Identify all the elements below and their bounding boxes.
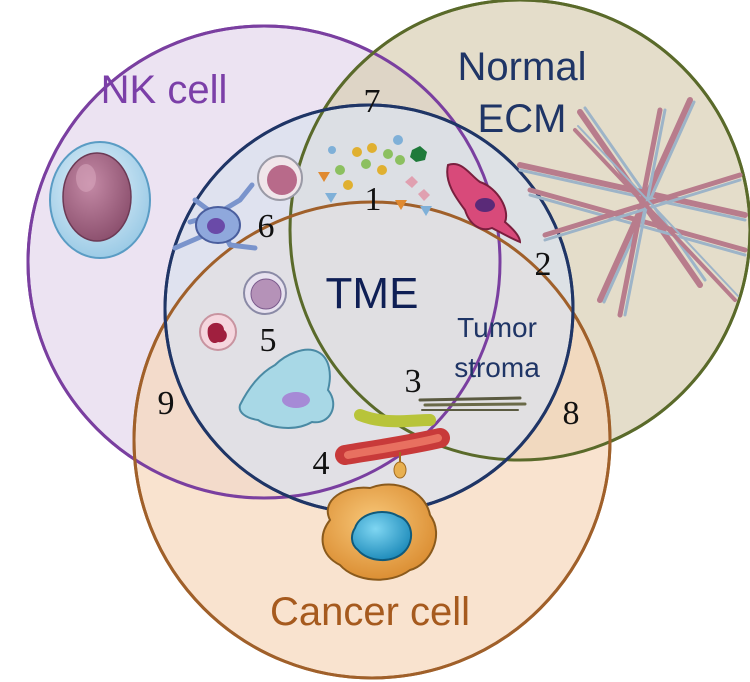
region-number-2: 2 <box>535 246 552 283</box>
fibroblast-icon <box>446 163 522 244</box>
region-number-4: 4 <box>313 445 330 482</box>
monocyte-icon <box>257 155 303 201</box>
region-number-3: 3 <box>405 363 422 400</box>
collagen-fibers-icon <box>517 97 748 318</box>
cancer-cell-icon <box>321 483 437 581</box>
region-number-7: 7 <box>364 83 381 120</box>
cancer-cell-label: Cancer cell <box>270 590 470 634</box>
tme-label: TME <box>326 269 419 318</box>
granulocyte-icon <box>243 271 287 315</box>
dendritic-cell-icon <box>172 182 258 251</box>
macrophage-icon <box>238 348 335 429</box>
nk-cell-label: NK cell <box>101 68 228 112</box>
normal-ecm-label-line1: Normal <box>458 45 587 89</box>
normal-ecm-label-line2: ECM <box>478 97 567 141</box>
region-number-9: 9 <box>158 385 175 422</box>
circle-outlines <box>26 0 750 680</box>
nk-cell-icon <box>49 141 151 259</box>
region-number-5: 5 <box>260 322 277 359</box>
cytokines-icon <box>318 135 432 216</box>
tumor-stroma-label-line2: stroma <box>454 352 540 383</box>
region-number-8: 8 <box>563 395 580 432</box>
neutrophil-icon <box>199 313 237 351</box>
stroma-fibers-icon <box>418 396 527 411</box>
region-number-6: 6 <box>258 208 275 245</box>
tumor-stroma-label-line1: Tumor <box>457 312 537 343</box>
region-number-1: 1 <box>365 181 382 218</box>
blood-vessel-icon <box>335 409 450 479</box>
